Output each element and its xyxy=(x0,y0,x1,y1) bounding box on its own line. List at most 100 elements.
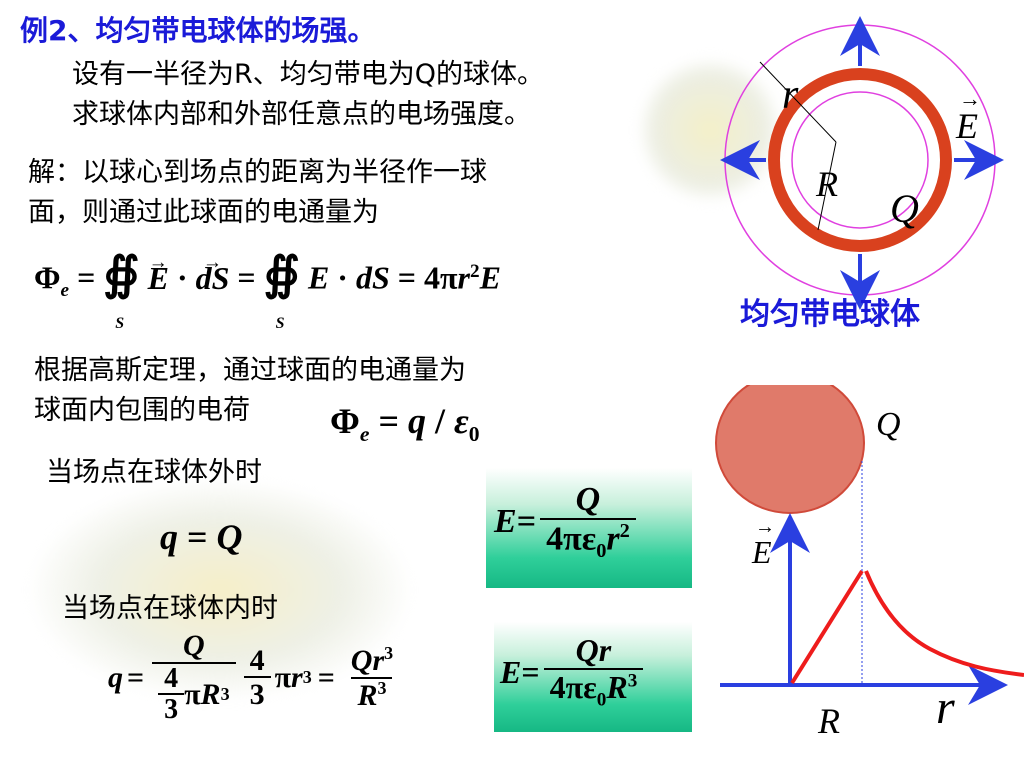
label-R: R xyxy=(815,164,838,204)
scalar-e: E xyxy=(479,259,501,296)
scalar-ds: dS xyxy=(355,259,390,296)
label-E: E xyxy=(955,106,978,146)
radius-R-line xyxy=(817,141,837,231)
sphere-field-diagram: r E → R Q xyxy=(720,16,1004,310)
dot-operator: · xyxy=(176,259,188,296)
inner-gaussian-surface xyxy=(791,91,929,229)
epsilon: ε xyxy=(453,401,469,441)
field-outside-curve xyxy=(864,570,1024,677)
label-r: r xyxy=(782,72,799,118)
diagram-caption: 均匀带电球体 xyxy=(740,297,920,332)
sub-0: 0 xyxy=(468,422,480,447)
sub-e: e xyxy=(60,280,70,302)
ball-label-Q: Q xyxy=(876,406,901,443)
vector-arrow-mark: → xyxy=(755,516,775,538)
var-q: q xyxy=(108,660,123,694)
exp-3: 3 xyxy=(377,677,387,698)
phi-symbol: Φ xyxy=(330,401,360,441)
charged-sphere-ring xyxy=(768,68,952,252)
integral-sub-s: S xyxy=(115,314,125,332)
surface-integral-icon: ∯ xyxy=(263,247,300,299)
exp-3: 3 xyxy=(302,667,312,688)
var-R: R xyxy=(606,668,628,705)
var-E: E xyxy=(494,503,517,541)
var-r: r xyxy=(291,660,303,694)
integral-sub-s: S xyxy=(275,314,285,332)
dot-operator: · xyxy=(337,259,348,296)
equals: = xyxy=(77,259,96,296)
solution-line-1: 解：以球心到场点的距离为半径作一球 xyxy=(28,157,487,188)
four: 4 xyxy=(249,643,265,677)
equals: = xyxy=(521,653,540,690)
exp-2: 2 xyxy=(619,519,630,542)
exp-2: 2 xyxy=(469,261,480,282)
var-Q: Q xyxy=(216,517,243,557)
slash: / xyxy=(434,401,445,441)
slide-title: 例2、均匀带电球体的场强。 xyxy=(20,14,376,47)
inside-case-label: 当场点在球体内时 xyxy=(62,593,278,624)
flux-equation: Φe = ∯ S E · dS = ∯ S E · dS = 4πr2E xyxy=(34,233,501,331)
pi: π xyxy=(184,678,201,712)
var-R: R xyxy=(357,678,378,712)
fraction: Q 4πε0r2 xyxy=(540,482,636,562)
fraction-four-thirds: 4 3 xyxy=(243,643,271,711)
axis-label-r: r xyxy=(936,681,955,734)
phi-symbol: Φ xyxy=(34,259,61,296)
sub-0: 0 xyxy=(596,688,607,710)
equals: = xyxy=(378,401,399,441)
label-Q: Q xyxy=(890,186,919,231)
var-r: r xyxy=(606,520,620,558)
gauss-line-2: 球面内包围的电荷 xyxy=(34,395,250,426)
equals: = xyxy=(237,259,256,296)
four: 4 xyxy=(164,662,179,694)
scalar-e: E xyxy=(307,259,330,296)
sub-0: 0 xyxy=(596,539,607,562)
fraction-qr3-over-r3: Qr3 R3 xyxy=(345,644,399,712)
var-r: r xyxy=(457,259,470,296)
var-q: q xyxy=(160,517,178,557)
var-q: q xyxy=(407,401,426,441)
numerator: Q xyxy=(575,481,601,518)
vector-e: E xyxy=(148,233,170,308)
three: 3 xyxy=(158,692,185,726)
e-vs-r-graph: Q E → r R xyxy=(715,385,1024,741)
denominator: 4πε xyxy=(546,520,597,558)
problem-line-1: 设有一半径为R、均匀带电为Q的球体。 xyxy=(72,59,545,90)
vector-ds: dS xyxy=(196,233,230,308)
var-E: E xyxy=(500,653,522,690)
four-pi: 4π xyxy=(423,259,458,296)
outside-q-equation: q = Q xyxy=(160,516,243,558)
numerator: Qr xyxy=(575,632,612,668)
axis-label-E: E xyxy=(751,534,772,570)
gauss-line-1: 根据高斯定理，通过球面的电通量为 xyxy=(34,355,466,386)
exp-3: 3 xyxy=(220,683,230,704)
vector-arrow-mark: → xyxy=(959,86,981,111)
equals: = xyxy=(516,503,537,541)
equals: = xyxy=(187,517,208,557)
numerator-Qr: Qr xyxy=(350,644,385,678)
exp-3: 3 xyxy=(384,643,394,664)
three: 3 xyxy=(243,676,271,711)
result-outside-box: E = Q 4πε0r2 xyxy=(486,468,692,588)
equals: = xyxy=(127,660,145,694)
result-inside-box: E = Qr 4πε0R3 xyxy=(494,622,692,732)
pi: π xyxy=(274,660,291,694)
fraction-four-thirds: 4 3 xyxy=(158,662,185,726)
tick-label-R: R xyxy=(817,701,840,741)
problem-line-2: 求球体内部和外部任意点的电场强度。 xyxy=(72,99,531,130)
field-inside-curve xyxy=(790,569,864,685)
fraction: Qr 4πε0R3 xyxy=(543,632,644,710)
sub-e: e xyxy=(359,422,370,447)
gauss-equation: Φe = q / ε0 xyxy=(330,400,480,447)
charged-ball xyxy=(715,385,865,514)
var-R: R xyxy=(200,678,221,712)
denominator: 4πε xyxy=(549,668,597,705)
equals: = xyxy=(317,660,335,694)
solution-line-2: 面，则通过此球面的电通量为 xyxy=(28,197,379,228)
numerator-Q: Q xyxy=(183,629,205,662)
equals: = xyxy=(397,259,416,296)
outside-case-label: 当场点在球体外时 xyxy=(46,457,262,488)
radius-r-line xyxy=(759,61,837,143)
